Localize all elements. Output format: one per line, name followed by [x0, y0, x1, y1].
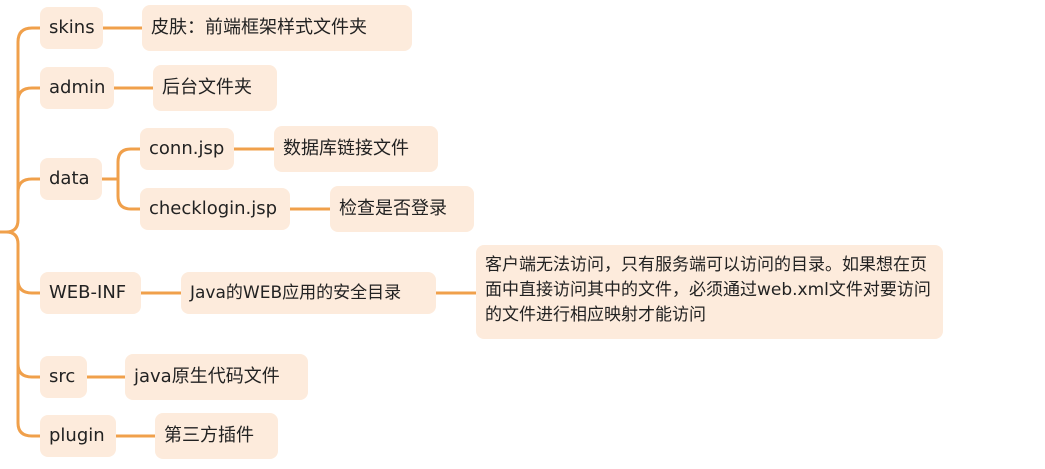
node-plugin: plugin — [40, 415, 116, 457]
branch-src — [16, 362, 42, 379]
node-admin-desc: 后台文件夹 — [153, 65, 277, 111]
node-conn: conn.jsp — [140, 128, 234, 170]
node-webinf-desc: Java的WEB应用的安全目录 — [181, 272, 436, 314]
node-checklogin-desc: 检查是否登录 — [330, 186, 474, 232]
node-skins-desc: 皮肤：前端框架样式文件夹 — [142, 5, 412, 51]
node-data: data — [40, 158, 102, 200]
branch-data — [16, 177, 42, 194]
node-conn-desc: 数据库链接文件 — [274, 126, 438, 172]
branch-admin — [16, 86, 42, 103]
node-webinf: WEB-INF — [40, 272, 141, 314]
trunk-line — [0, 26, 42, 234]
node-src: src — [40, 356, 87, 398]
node-checklogin: checklogin.jsp — [140, 188, 290, 230]
node-admin: admin — [40, 67, 114, 109]
link-data-sub-lower — [116, 177, 142, 211]
trunk-line-lower — [4, 230, 42, 438]
node-plugin-desc: 第三方插件 — [155, 413, 278, 459]
node-webinf-note: 客户端无法访问，只有服务端可以访问的目录。如果想在页面中直接访问其中的文件，必须… — [476, 245, 943, 339]
node-skins: skins — [40, 7, 103, 49]
link-data-sub — [100, 147, 142, 181]
branch-webinf — [16, 278, 42, 295]
node-src-desc: java原生代码文件 — [125, 354, 308, 400]
